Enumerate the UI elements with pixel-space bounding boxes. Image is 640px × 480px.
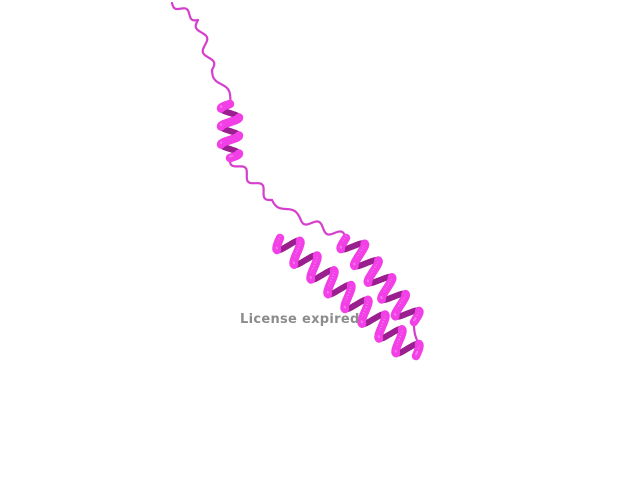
helix-ribbon-strip <box>225 153 237 163</box>
coil-n-terminal-1 <box>170 1 200 22</box>
coil-n-terminal-3 <box>210 68 233 107</box>
coil-segments <box>170 1 422 348</box>
helix-1 <box>272 233 424 361</box>
helix-segments <box>216 99 424 361</box>
coil-linker-2 <box>270 198 302 220</box>
coil-linker-1 <box>228 156 274 202</box>
helix-2 <box>336 233 424 327</box>
helix-highlight <box>229 154 234 158</box>
coil-n-terminal-2 <box>194 18 216 72</box>
coil-linker-3 <box>298 216 348 240</box>
helix-highlight <box>413 317 417 322</box>
helix-highlight <box>415 350 419 356</box>
short-helix <box>216 99 244 163</box>
